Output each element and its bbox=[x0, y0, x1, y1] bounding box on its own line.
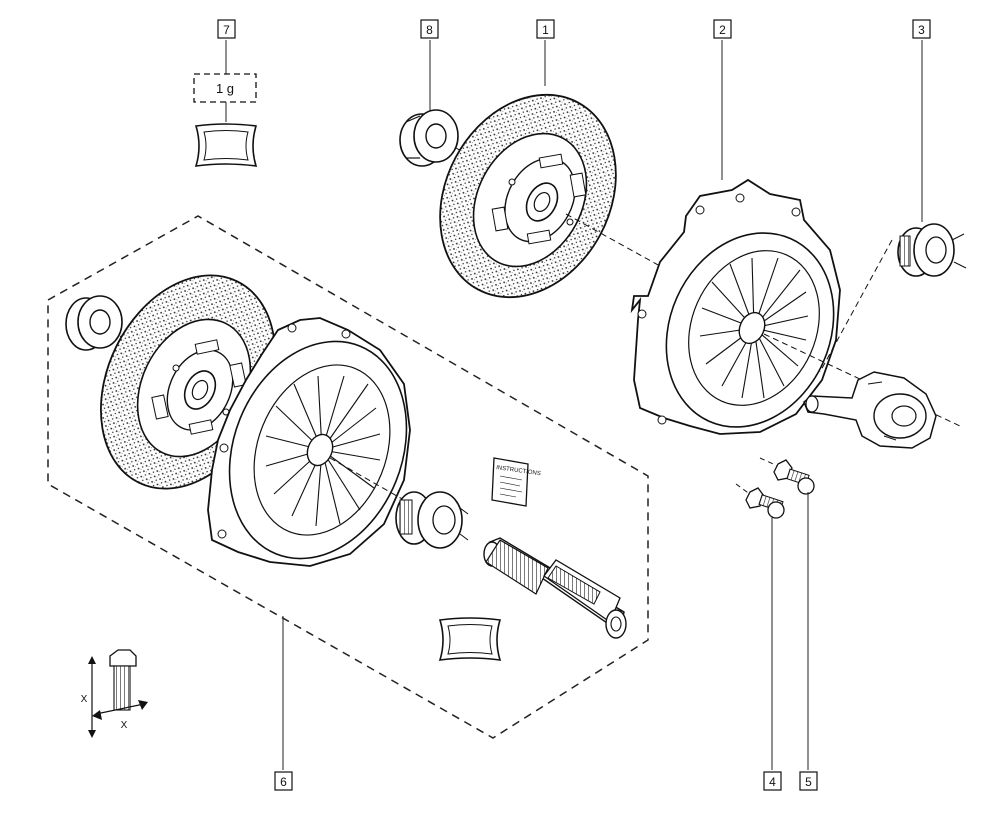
kit-grease-packet bbox=[438, 617, 502, 661]
callout-4: 4 bbox=[763, 771, 782, 791]
callout-4-label: 4 bbox=[769, 775, 776, 789]
kit-pressure-plate bbox=[207, 317, 411, 567]
callout-6-label: 6 bbox=[280, 775, 287, 789]
dimension-label-x-horizontal: X bbox=[121, 720, 128, 731]
callout-3: 3 bbox=[912, 19, 931, 39]
bolt-part-4 bbox=[735, 483, 785, 770]
callout-5: 5 bbox=[799, 771, 818, 791]
callout-6: 6 bbox=[274, 771, 293, 791]
kit-alignment-tool bbox=[483, 537, 627, 639]
concentric-slave-cylinder bbox=[803, 371, 937, 449]
callout-8: 8 bbox=[420, 19, 439, 39]
release-bearing bbox=[819, 40, 967, 373]
callout-1: 1 bbox=[536, 19, 555, 39]
kit-pilot-bearing bbox=[65, 295, 137, 351]
pressure-plate bbox=[630, 40, 961, 435]
kit-release-bearing bbox=[395, 491, 469, 549]
kit-boundary-outline bbox=[47, 215, 649, 739]
bolt-part-5 bbox=[759, 457, 815, 770]
bolt-dimension-symbol bbox=[88, 649, 148, 738]
callout-3-label: 3 bbox=[918, 23, 925, 37]
kit-instructions-booklet bbox=[491, 457, 529, 507]
pilot-bearing bbox=[399, 40, 471, 167]
callout-1-label: 1 bbox=[542, 23, 549, 37]
callout-8-label: 8 bbox=[426, 23, 433, 37]
clutch-disc bbox=[439, 40, 661, 299]
callout-7: 7 bbox=[217, 19, 236, 39]
grease-quantity-label: 1 g bbox=[216, 81, 234, 96]
dimension-label-x-vertical: X bbox=[81, 694, 88, 705]
callout-2-label: 2 bbox=[719, 23, 726, 37]
callout-7-label: 7 bbox=[223, 23, 230, 37]
grease-packet-top bbox=[193, 40, 258, 167]
callout-5-label: 5 bbox=[805, 775, 812, 789]
callout-2: 2 bbox=[713, 19, 732, 39]
